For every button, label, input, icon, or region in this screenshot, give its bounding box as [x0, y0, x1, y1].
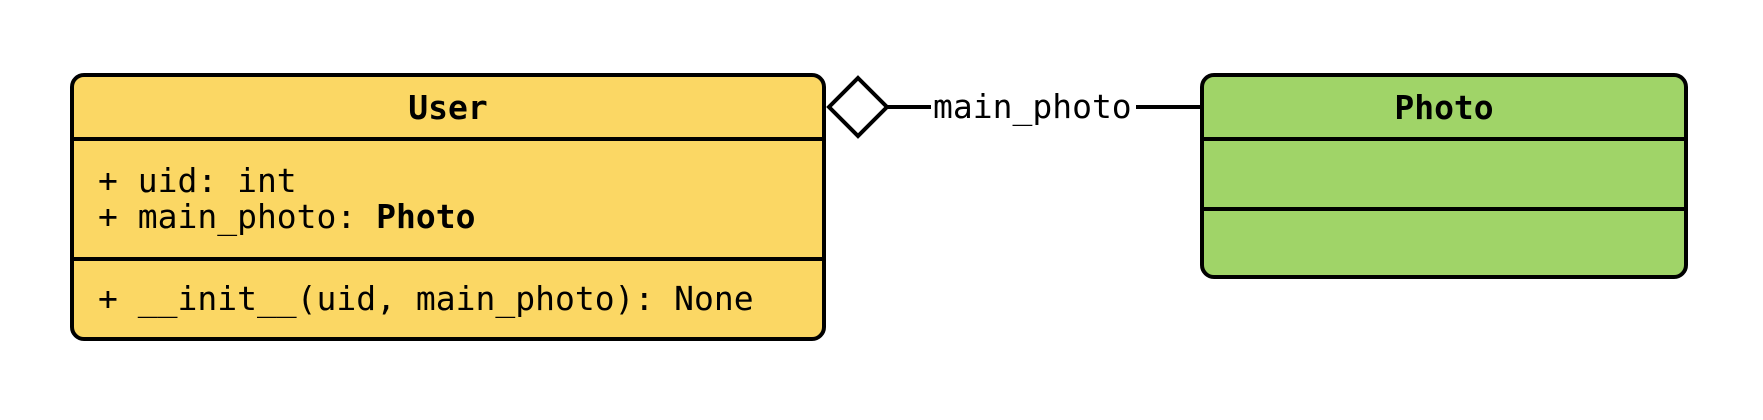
class-box-photo: Photo [1200, 73, 1688, 279]
aggregation-diamond-icon [826, 75, 890, 139]
class-title-photo: Photo [1394, 87, 1494, 127]
attribute-text: + uid: int [98, 161, 297, 200]
connector-line-right [1136, 105, 1200, 109]
attributes-compartment-photo [1204, 137, 1684, 207]
class-title-user: User [408, 87, 488, 127]
methods-compartment-photo [1204, 207, 1684, 275]
attribute-text: + main_photo: [98, 197, 377, 236]
connector-line-left [886, 105, 931, 109]
method-text: + __init__(uid, main_photo): None [98, 279, 754, 318]
class-box-user: User + uid: int + main_photo: Photo + __… [70, 73, 826, 341]
connector-label: main_photo [933, 87, 1132, 126]
attributes-compartment-user: + uid: int + main_photo: Photo [74, 137, 822, 257]
attribute-line: + uid: int [98, 163, 812, 199]
attribute-line: + main_photo: Photo [98, 199, 812, 235]
method-line: + __init__(uid, main_photo): None [98, 281, 812, 317]
attribute-type-bold: Photo [376, 197, 476, 236]
methods-compartment-user: + __init__(uid, main_photo): None [74, 257, 822, 337]
